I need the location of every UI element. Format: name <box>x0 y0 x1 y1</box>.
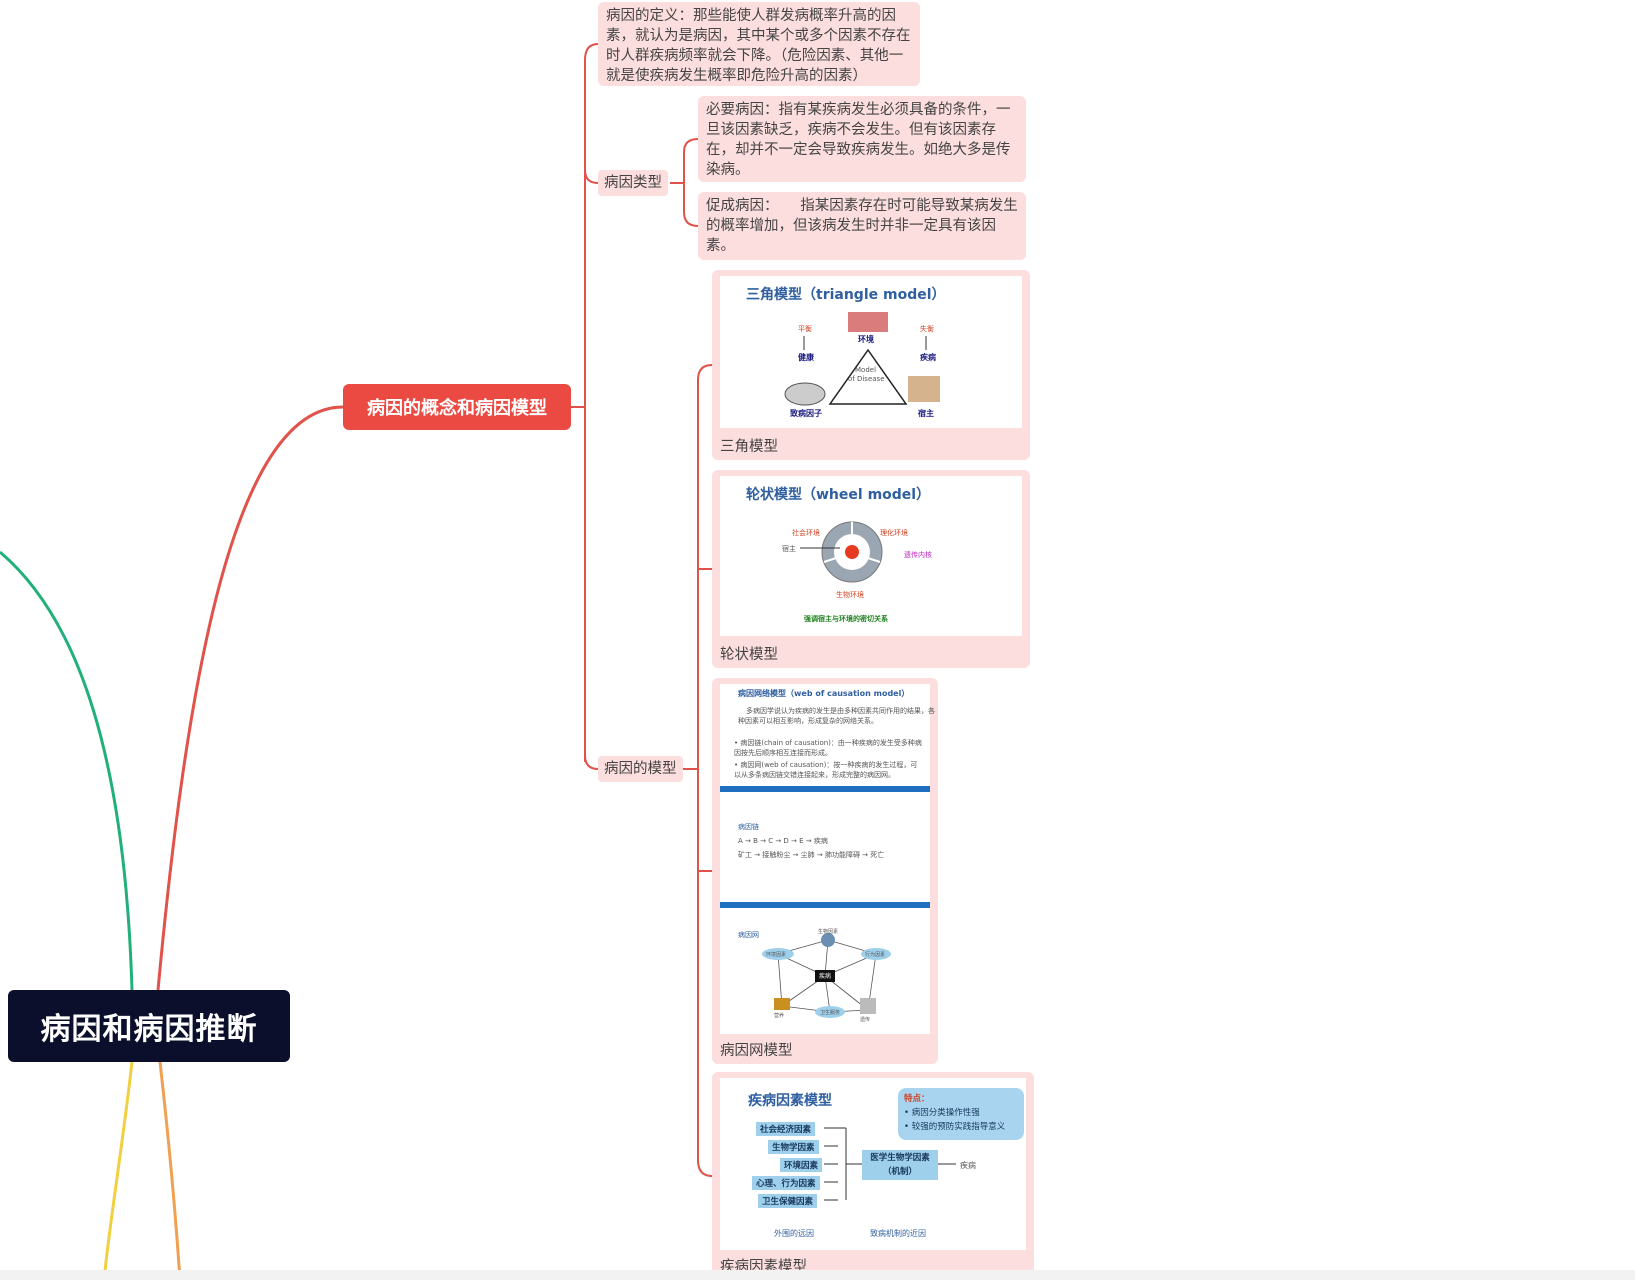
host-core-icon <box>845 545 859 559</box>
web-caption: 病因网模型 <box>720 1043 793 1059</box>
root-to-main-line <box>156 405 344 991</box>
web-model-card[interactable]: 病因网络模型（web of causation model） 多病因学说认为疾病… <box>712 678 938 1064</box>
web-node-2: 行为因素 <box>865 952 886 958</box>
root-topic[interactable]: 病因和病因推断 <box>8 990 290 1062</box>
triangle-center-1: Model <box>855 366 877 374</box>
web-center-node <box>815 970 835 982</box>
green-branch-line <box>0 550 134 991</box>
wheel-label-genetic: 遗传内核 <box>904 551 932 559</box>
web-bullet-1: • 病因链(chain of causation)：由一种疾病的发生受多种病 <box>734 739 922 747</box>
wheel-model-card[interactable]: 轮状模型（wheel model） 社会环境 理化环境 宿主 遗传内核 生物环境… <box>712 470 1030 668</box>
web-network-diagram <box>762 933 891 1018</box>
triangle-label-imbalance: 失衡 <box>920 325 934 333</box>
triangle-caption: 三角模型 <box>720 439 778 455</box>
main-topic[interactable]: 病因的概念和病因模型 <box>343 384 571 430</box>
definition-node[interactable]: 病因的定义：那些能使人群发病概率升高的因素，就认为是病因，其中某个或多个因素不存… <box>598 2 920 86</box>
wheel-label-biological: 生物环境 <box>836 591 864 599</box>
web-para-2: 种因素可以相互影响，形成复杂的网络关系。 <box>738 717 878 725</box>
factor-biological: 生物学因素 <box>768 1140 819 1154</box>
wheel-title: 轮状模型（wheel model） <box>746 487 931 503</box>
mechanism-line-2: （机制） <box>882 1167 917 1177</box>
web-bullet-3: • 病因网(web of causation)：按一种疾病的发生过程，可 <box>734 761 918 769</box>
factor-mechanism: 医学生物学因素 （机制） <box>862 1150 938 1180</box>
triangle-diagram <box>784 312 940 406</box>
orange-branch-line <box>158 1061 182 1280</box>
slide-divider-1 <box>720 786 930 792</box>
web-title: 病因网络模型（web of causation model） <box>738 689 910 698</box>
environment-icon <box>848 312 888 332</box>
chain-row-2: 矿工 → 接触粉尘 → 尘肺 → 肺功能障碍 → 死亡 <box>738 851 885 859</box>
web-node-5: 遗传 <box>860 1017 871 1023</box>
agent-icon <box>784 382 826 406</box>
factor-environment: 环境因素 <box>780 1158 823 1172</box>
main-spine <box>571 60 586 762</box>
wheel-diagram <box>800 521 883 583</box>
web-node-4: 营养 <box>774 1013 785 1019</box>
triangle-center-2: of Disease <box>848 375 885 383</box>
wheel-label-bottom: 强调宿主与环境的密切关系 <box>804 615 888 623</box>
factor-note-point-2: • 较强的预防实践指导意义 <box>904 1122 1006 1132</box>
factor-footer-left: 外围的远因 <box>774 1229 814 1238</box>
host-icon <box>908 376 940 402</box>
factor-title: 疾病因素模型 <box>748 1093 832 1109</box>
triangle-model-image: 三角模型（triangle model） Model of Disease 环境… <box>720 276 1022 428</box>
factor-connector-lines <box>824 1127 956 1201</box>
triangle-label-balance: 平衡 <box>798 325 812 333</box>
factor-model-card[interactable]: 疾病因素模型 特点： • 病因分类操作性强 • 较强的预防实践指导意义 社会经济… <box>712 1072 1034 1280</box>
factor-socioeconomic: 社会经济因素 <box>756 1122 816 1136</box>
canvas-bottom-strip <box>0 1270 1635 1280</box>
triangle-label-disease: 疾病 <box>920 353 936 362</box>
web-node-1: 生物因素 <box>818 929 839 935</box>
factor-footer-right: 致病机制的近因 <box>870 1229 926 1238</box>
web-model-image: 病因网络模型（web of causation model） 多病因学说认为疾病… <box>720 684 935 1034</box>
triangle-title: 三角模型（triangle model） <box>746 287 946 303</box>
factor-note: 特点： • 病因分类操作性强 • 较强的预防实践指导意义 <box>898 1088 1024 1140</box>
triangle-label-health: 健康 <box>798 353 814 362</box>
web-para-1: 多病因学说认为疾病的发生是由多种因素共同作用的结果，各 <box>746 707 935 715</box>
necessary-cause-node[interactable]: 必要病因：指有某疾病发生必须具备的条件，一旦该因素缺乏，疾病不会发生。但有该因素… <box>698 96 1026 182</box>
wheel-label-host: 宿主 <box>782 545 796 553</box>
models-topic[interactable]: 病因的模型 <box>598 756 683 782</box>
web-bullet-4: 以从多条病因链交错连接起来，形成完整的病因网。 <box>734 771 895 779</box>
web-label: 病因网 <box>738 931 759 939</box>
factor-note-point-1: • 病因分类操作性强 <box>904 1108 980 1118</box>
wheel-label-physical: 理化环境 <box>880 529 908 537</box>
slide-divider-2 <box>720 902 930 908</box>
wheel-caption: 轮状模型 <box>720 647 778 663</box>
triangle-label-host: 宿主 <box>918 409 934 418</box>
triangle-label-environment: 环境 <box>858 335 874 344</box>
web-bullet-2: 因按先后顺序相互连接而形成。 <box>734 749 832 757</box>
web-node-0: 环境因素 <box>766 952 787 958</box>
chain-row-1: A → B → C → D → E → 疾病 <box>738 837 828 845</box>
wheel-model-image: 轮状模型（wheel model） 社会环境 理化环境 宿主 遗传内核 生物环境… <box>720 476 1022 636</box>
web-center-label: 疾病 <box>819 973 832 980</box>
triangle-model-card[interactable]: 三角模型（triangle model） Model of Disease 环境… <box>712 270 1030 460</box>
triangle-label-agent: 致病因子 <box>790 409 822 418</box>
wheel-label-social: 社会环境 <box>792 529 820 537</box>
types-topic[interactable]: 病因类型 <box>598 170 668 196</box>
factor-outcome: 疾病 <box>960 1161 976 1170</box>
mechanism-line-1: 医学生物学因素 <box>870 1153 930 1163</box>
web-node-3: 卫生服务 <box>820 1010 841 1016</box>
chain-label: 病因链 <box>738 823 759 831</box>
factor-healthcare: 卫生保健因素 <box>758 1194 818 1208</box>
factor-psych-behavior: 心理、行为因素 <box>752 1176 820 1190</box>
factor-model-image: 疾病因素模型 特点： • 病因分类操作性强 • 较强的预防实践指导意义 社会经济… <box>720 1078 1026 1250</box>
promoting-cause-node[interactable]: 促成病因： 指某因素存在时可能导致某病发生的概率增加，但该病发生时并非一定具有该… <box>698 192 1026 260</box>
yellow-branch-line <box>102 1061 134 1280</box>
factor-note-title: 特点： <box>904 1094 930 1104</box>
